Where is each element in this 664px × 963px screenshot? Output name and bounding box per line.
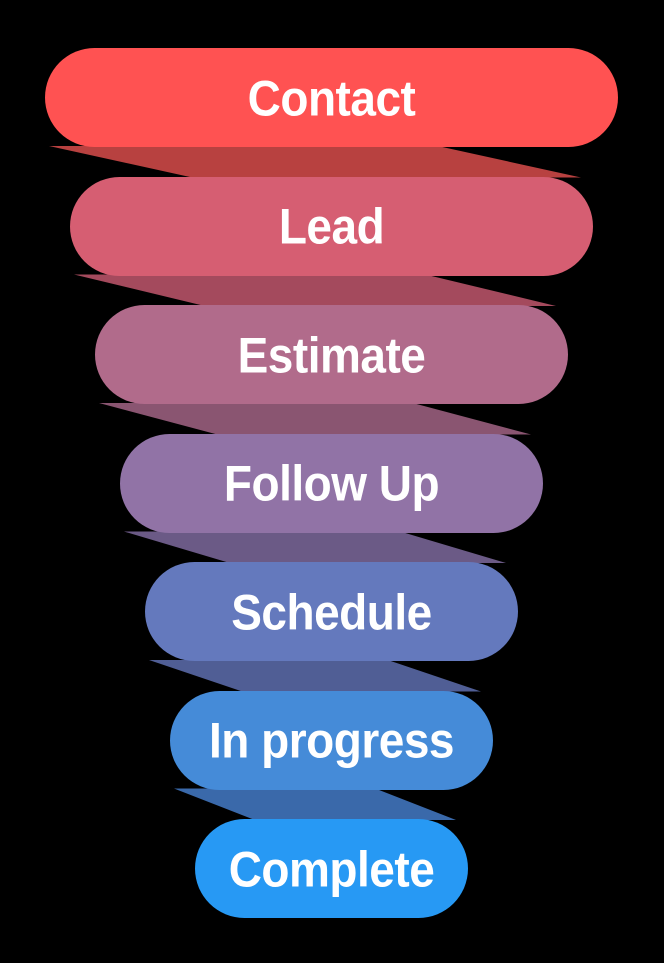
connector-ribbon — [74, 274, 556, 306]
funnel-stage-in-progress: In progress — [170, 690, 493, 790]
funnel-stage-label: Schedule — [231, 583, 432, 640]
funnel-stage-label: Lead — [278, 197, 385, 255]
connector-ribbon — [99, 403, 531, 435]
connector-ribbon — [124, 531, 506, 563]
funnel-stage-label: Follow Up — [223, 454, 440, 512]
funnel-stage-contact: Contact — [45, 48, 618, 147]
connector-ribbon — [174, 788, 456, 820]
connector-ribbon — [149, 660, 481, 692]
funnel-stage-label: Complete — [228, 840, 435, 897]
funnel-stage-complete: Complete — [195, 819, 468, 918]
funnel-stage-label: In progress — [208, 711, 455, 769]
funnel-stage-label: Contact — [247, 69, 416, 126]
funnel-stage-estimate: Estimate — [95, 305, 568, 404]
funnel-stage-lead: Lead — [70, 176, 593, 276]
funnel-stage-schedule: Schedule — [145, 562, 518, 661]
funnel-stage-follow-up: Follow Up — [120, 433, 543, 533]
funnel-stage-label: Estimate — [237, 326, 426, 383]
connector-ribbon — [49, 146, 581, 178]
